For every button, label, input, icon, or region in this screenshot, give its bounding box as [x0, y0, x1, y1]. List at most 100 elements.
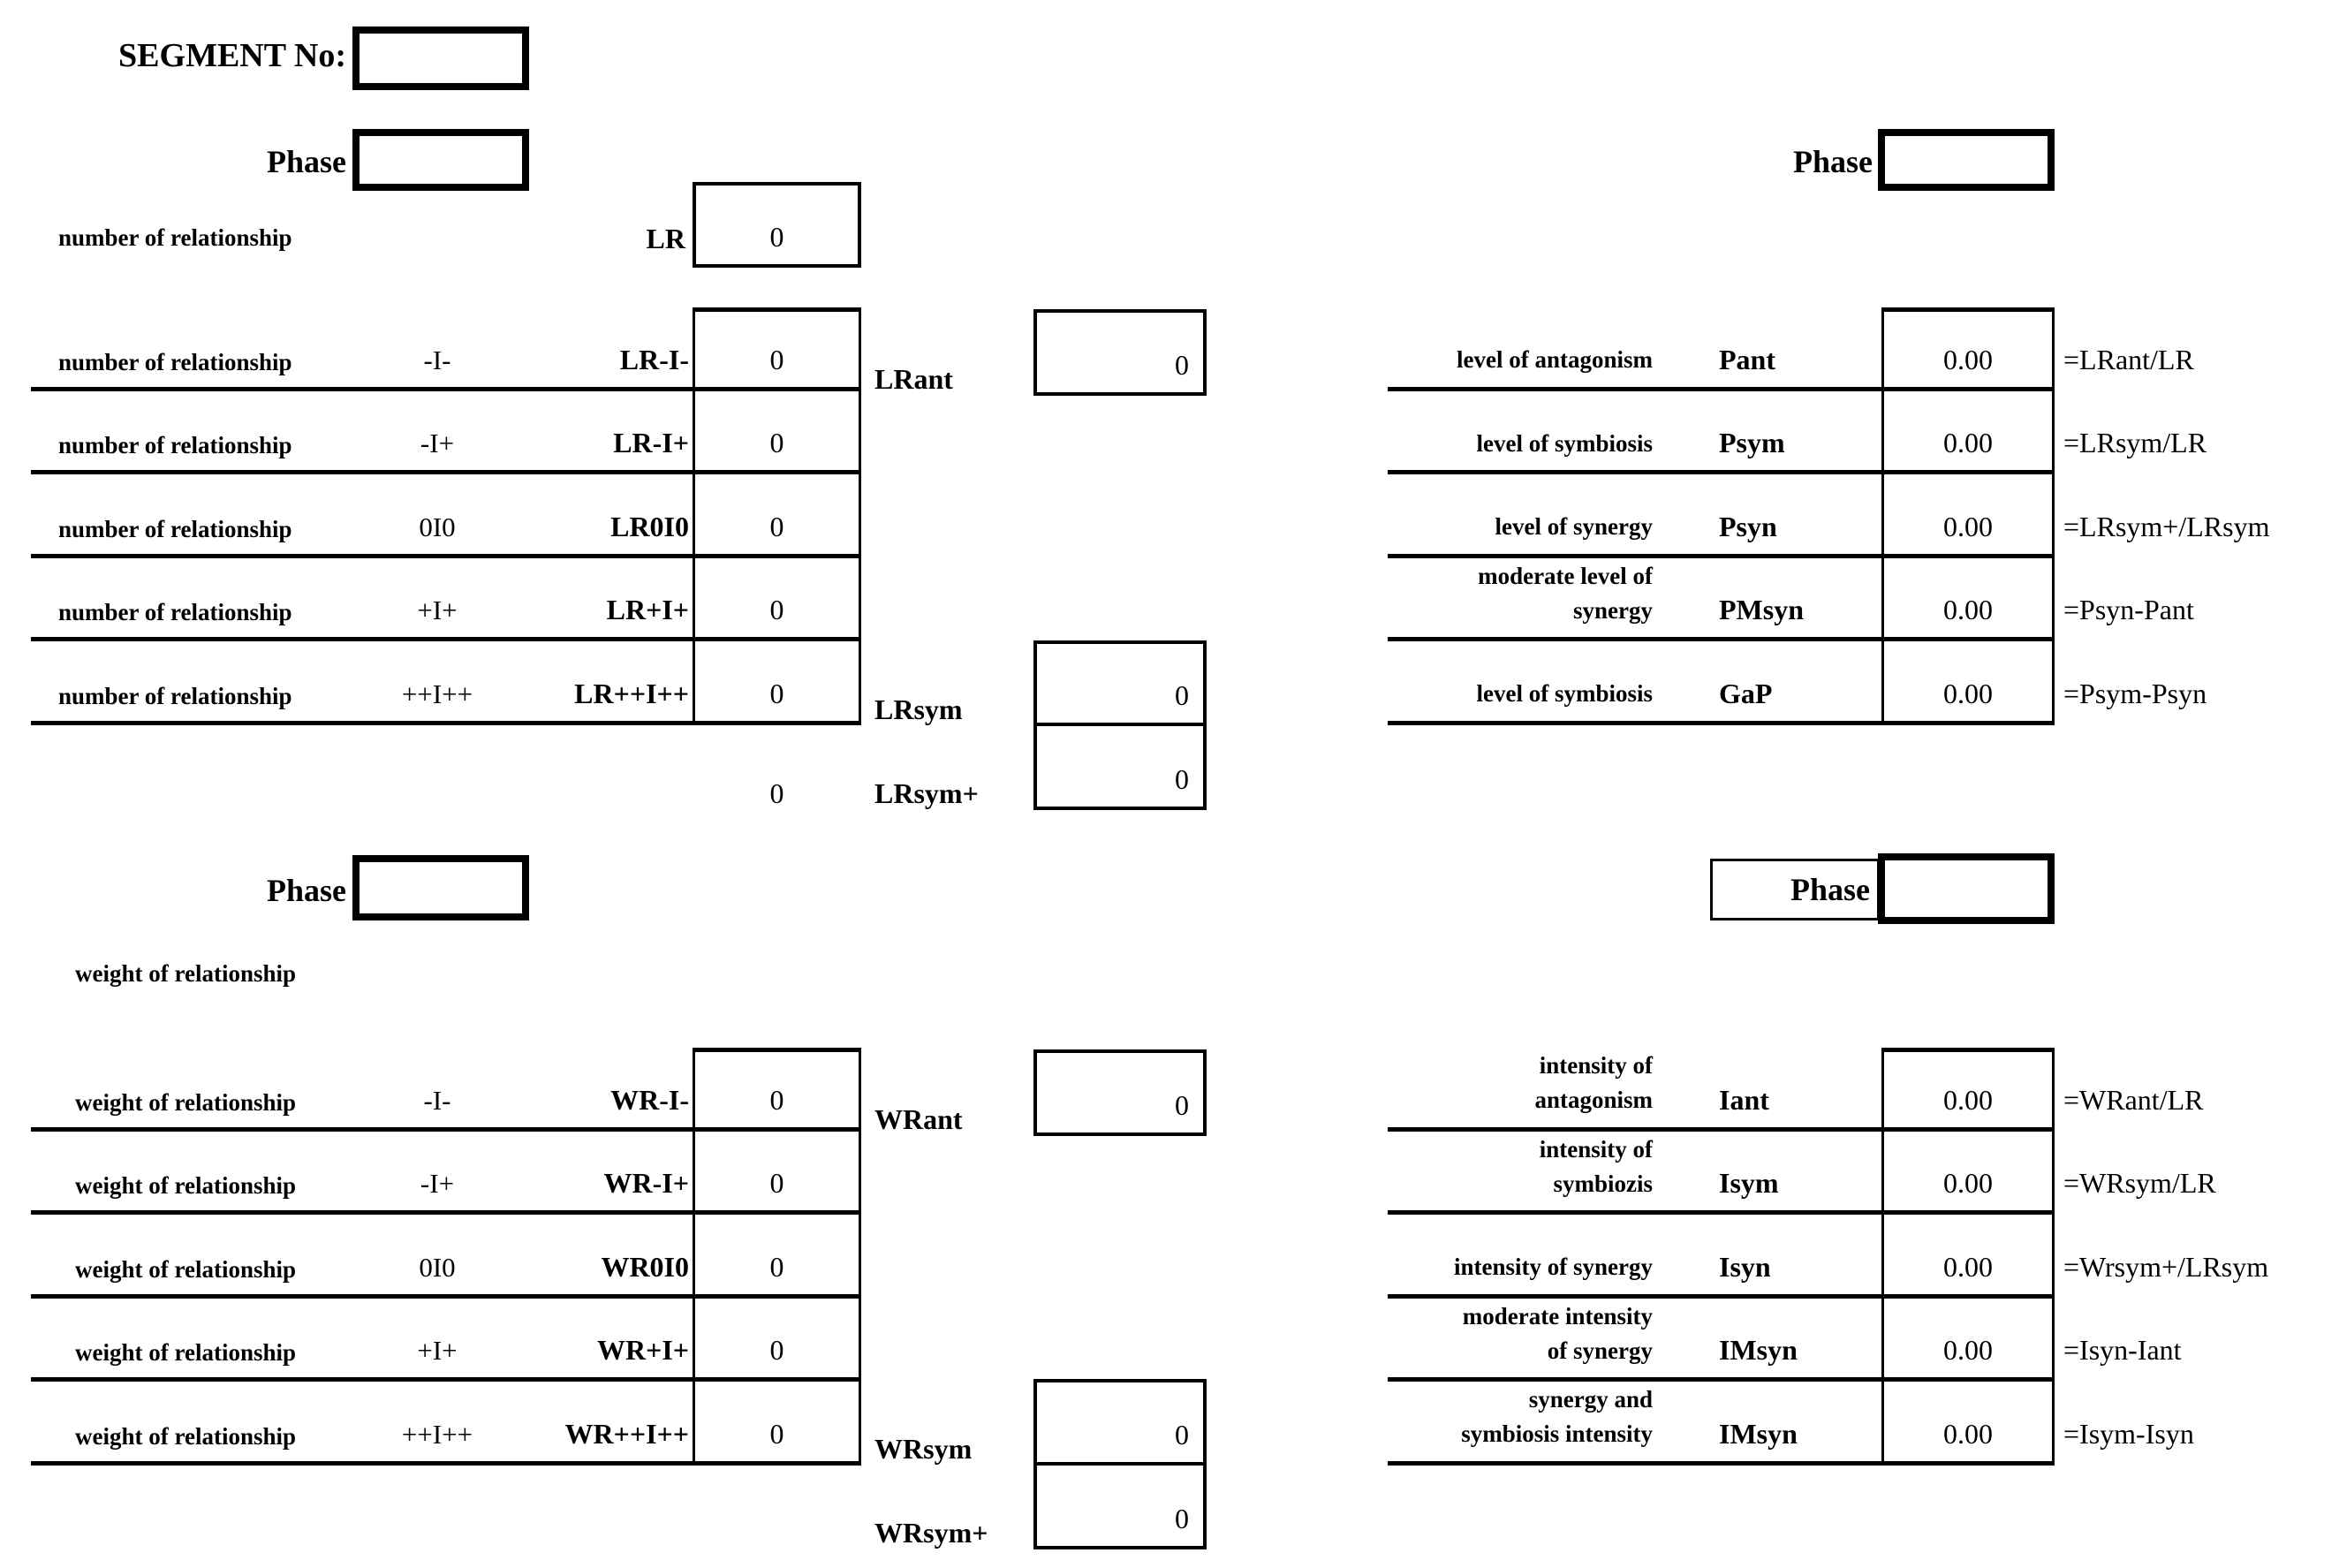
- metric-code: IMsyn: [1719, 1417, 1798, 1450]
- metric-formula: =Psyn-Pant: [2063, 594, 2194, 625]
- lrsym-plus-label: LRsym+: [874, 777, 979, 809]
- metric-value-cell: 0.00: [1881, 1048, 2055, 1127]
- row-value-cell: 0: [693, 307, 861, 387]
- metric-code: PMsyn: [1719, 594, 1804, 625]
- metric-label: level of antagonism: [1457, 346, 1653, 374]
- metric-code: Isym: [1719, 1167, 1779, 1199]
- metric-value-cell: 0.00: [1881, 1131, 2055, 1210]
- metric-value-cell: 0.00: [1881, 1298, 2055, 1377]
- table-row: level of antagonism Pant 0.00 =LRant/LR: [1388, 307, 2194, 391]
- metric-label: level of symbiosis: [1476, 680, 1654, 708]
- metric-formula: =LRsym/LR: [2063, 427, 2207, 458]
- row-value-cell: 0: [693, 557, 861, 637]
- wrant-value-box: 0: [1033, 1049, 1207, 1136]
- table-row: weight of relationship -I+ WR-I+ 0: [31, 1131, 861, 1215]
- metric-code: Isyn: [1719, 1250, 1771, 1283]
- phase-label-top-left: Phase: [267, 144, 346, 179]
- relationship-symbol: -I+: [420, 1168, 455, 1199]
- metric-value-cell: 0.00: [1881, 557, 2055, 637]
- metric-formula: =LRant/LR: [2063, 343, 2194, 375]
- phase-input-top-right[interactable]: [1878, 129, 2055, 191]
- metric-value-cell: 0.00: [1881, 641, 2055, 721]
- metric-label: moderate intensity of synergy: [1462, 1302, 1653, 1364]
- metric-code: Pant: [1719, 343, 1775, 375]
- row-label: number of relationship: [58, 515, 292, 542]
- relationship-symbol: ++I++: [401, 1418, 473, 1450]
- number-of-relationship-caption: number of relationship: [58, 224, 292, 251]
- metric-formula: =Isyn-Iant: [2063, 1334, 2182, 1366]
- table-row: intensity of symbiozis Isym 0.00 =WRsym/…: [1388, 1131, 2216, 1215]
- metric-code: Psyn: [1719, 510, 1777, 542]
- row-value-cell: 0: [693, 1048, 861, 1127]
- relationship-symbol: +I+: [417, 1335, 458, 1366]
- table-row: moderate level of synergy PMsyn 0.00 =Ps…: [1388, 557, 2194, 641]
- i-intensity-table: intensity of antagonism Iant 0.00 =WRant…: [1388, 1048, 2268, 1466]
- metric-code: Psym: [1719, 427, 1785, 458]
- table-row: number of relationship -I+ LR-I+ 0: [31, 390, 861, 474]
- metric-code: GaP: [1719, 677, 1773, 709]
- metric-formula: =Psym-Psyn: [2063, 677, 2207, 709]
- table-row: number of relationship +I+ LR+I+ 0: [31, 557, 861, 641]
- row-value-cell: 0: [693, 1382, 861, 1461]
- metric-code: Iant: [1719, 1083, 1769, 1116]
- row-code: LR-I-: [619, 343, 689, 375]
- lrsym-label: LRsym: [874, 693, 963, 725]
- lrant-value-box: 0: [1033, 309, 1207, 396]
- row-code: WR-I-: [610, 1083, 689, 1116]
- lr-value: 0: [769, 221, 784, 253]
- weight-of-relationship-caption: weight of relationship: [75, 960, 297, 987]
- relationship-symbol: -I+: [420, 428, 455, 458]
- row-code: WR+I+: [596, 1334, 689, 1366]
- wrsym-value-box: 0: [1033, 1379, 1207, 1466]
- lrsym-plus-column-value: 0: [769, 777, 784, 809]
- row-value-cell: 0: [693, 1215, 861, 1294]
- metric-label: synergy and symbiosis intensity: [1461, 1386, 1653, 1448]
- row-code: WR0I0: [601, 1250, 689, 1283]
- lr-value-cell: 0: [693, 182, 861, 268]
- wrsym-plus-label: WRsym+: [874, 1517, 988, 1549]
- row-label: weight of relationship: [75, 1255, 297, 1283]
- table-row: moderate intensity of synergy IMsyn 0.00…: [1388, 1298, 2182, 1382]
- metric-code: IMsyn: [1719, 1334, 1798, 1366]
- row-value-cell: 0: [693, 474, 861, 554]
- table-row: level of symbiosis GaP 0.00 =Psym-Psyn: [1388, 641, 2207, 725]
- metric-value-cell: 0.00: [1881, 307, 2055, 387]
- segment-no-input[interactable]: [352, 27, 529, 90]
- phase-label-cell-bottom-right: Phase: [1710, 859, 1880, 920]
- row-label: number of relationship: [58, 599, 292, 625]
- metric-value-cell: 0.00: [1881, 390, 2055, 470]
- lr-count-table: number of relationship -I- LR-I- 0 numbe…: [31, 307, 861, 725]
- row-label: number of relationship: [58, 432, 292, 458]
- relationship-symbol: -I-: [423, 1084, 451, 1116]
- table-row: level of synergy Psyn 0.00 =LRsym+/LRsym: [1388, 474, 2269, 558]
- metric-label: level of synergy: [1495, 513, 1653, 541]
- phase-input-bottom-left[interactable]: [352, 855, 529, 920]
- row-code: LR-I+: [613, 427, 689, 458]
- relationship-symbol: -I-: [423, 344, 451, 375]
- relationship-symbol: 0I0: [419, 511, 456, 542]
- relationship-symbol: 0I0: [419, 1251, 456, 1283]
- wrant-label: WRant: [874, 1103, 963, 1135]
- metric-value-cell: 0.00: [1881, 1382, 2055, 1461]
- phase-input-bottom-right[interactable]: [1878, 853, 2055, 924]
- metric-value-cell: 0.00: [1881, 474, 2055, 554]
- row-label: weight of relationship: [75, 1422, 297, 1450]
- row-code: LR0I0: [610, 510, 689, 542]
- phase-input-top-left[interactable]: [352, 129, 529, 191]
- relationship-symbol: +I+: [417, 595, 458, 625]
- wrsym-label: WRsym: [874, 1433, 973, 1465]
- lrant-label: LRant: [874, 363, 953, 395]
- table-row: intensity of antagonism Iant 0.00 =WRant…: [1388, 1048, 2203, 1132]
- row-label: weight of relationship: [75, 1088, 297, 1116]
- metric-label: intensity of symbiozis: [1539, 1135, 1653, 1197]
- table-row: weight of relationship +I+ WR+I+ 0: [31, 1298, 861, 1382]
- row-value-cell: 0: [693, 390, 861, 470]
- row-code: LR++I++: [574, 677, 689, 709]
- row-value-cell: 0: [693, 1298, 861, 1377]
- wrsym-plus-value-box: 0: [1033, 1462, 1207, 1549]
- row-label: number of relationship: [58, 682, 292, 709]
- table-row: weight of relationship -I- WR-I- 0: [31, 1048, 861, 1132]
- table-row: number of relationship -I- LR-I- 0: [31, 307, 861, 391]
- lr-code-label: LR: [646, 223, 685, 254]
